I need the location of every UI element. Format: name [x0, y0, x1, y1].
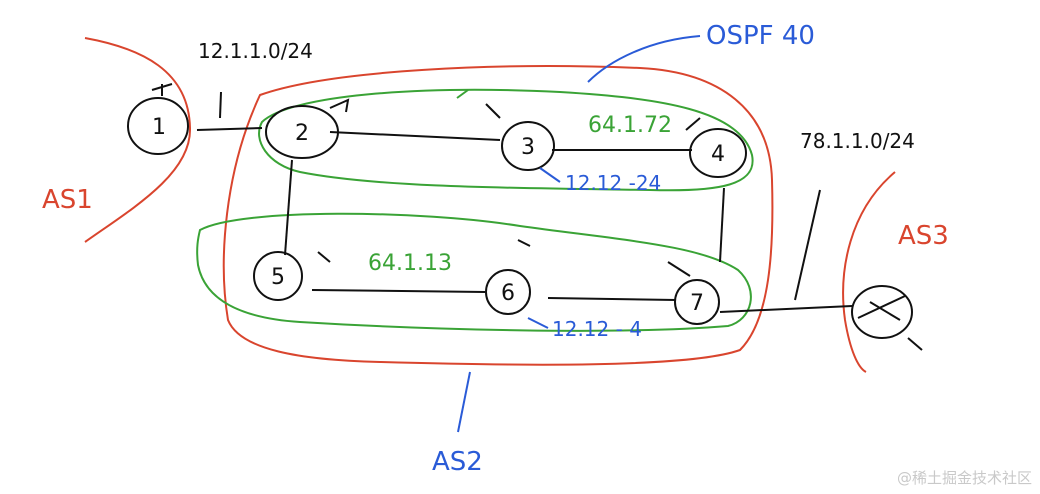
router-1: 1: [127, 97, 189, 155]
group-bottom-blue-pointer: [527, 317, 549, 329]
as2-pointer: [457, 371, 471, 433]
router-5-label: 5: [271, 265, 285, 290]
link-5-6: [311, 289, 486, 293]
router-2: 2: [265, 105, 339, 159]
link-6-7: [547, 297, 677, 301]
ospf-pointer: [587, 35, 701, 83]
router-6-label: 6: [501, 281, 515, 306]
router-3-label: 3: [521, 135, 535, 160]
as1-boundary: [84, 37, 192, 243]
router-6: 6: [485, 269, 531, 315]
green-area-bottom: [196, 212, 752, 332]
links: [196, 91, 853, 313]
as3-label: AS3: [898, 221, 949, 251]
link-7-8: [719, 305, 853, 313]
green-area-top-tick: [456, 89, 469, 99]
group-bottom-blue-label: 12.12 - 4: [552, 317, 642, 341]
ospf-label: OSPF 40: [706, 21, 815, 51]
router-7: 7: [674, 279, 720, 325]
router-8-mark: [857, 295, 906, 321]
green-area-top: [258, 88, 754, 192]
router-4-label: 4: [711, 142, 725, 167]
link-1-2-subnet: 12.1.1.0/24: [198, 39, 313, 63]
watermark: @稀土掘金技术社区: [896, 469, 1032, 487]
router-8: [851, 285, 913, 339]
link-7-8-tick: [794, 189, 821, 301]
router-4: 4: [689, 128, 747, 178]
group-top-blue-pointer: [539, 167, 561, 183]
router-5: 5: [253, 251, 303, 301]
router-3: 3: [501, 121, 555, 171]
router-7-label: 7: [690, 291, 704, 316]
group-top-blue-label: 12.12 -24: [565, 171, 661, 195]
link-1-2-tick: [219, 91, 222, 119]
group-top-green-label: 64.1.72: [588, 113, 672, 138]
node-ticks: [151, 83, 923, 351]
as3-boundary: [842, 171, 896, 373]
router-1-label: 1: [152, 115, 166, 140]
link-2-5: [284, 159, 293, 256]
link-7-8-subnet: 78.1.1.0/24: [800, 129, 915, 153]
link-1-2: [196, 127, 263, 131]
as1-label: AS1: [42, 185, 93, 215]
link-2-3: [329, 131, 501, 141]
router-2-label: 2: [295, 121, 309, 146]
as2-boundary: [222, 65, 774, 366]
as2-label: AS2: [432, 447, 483, 477]
link-4-7: [719, 187, 725, 263]
group-bottom-green-label: 64.1.13: [368, 251, 452, 276]
